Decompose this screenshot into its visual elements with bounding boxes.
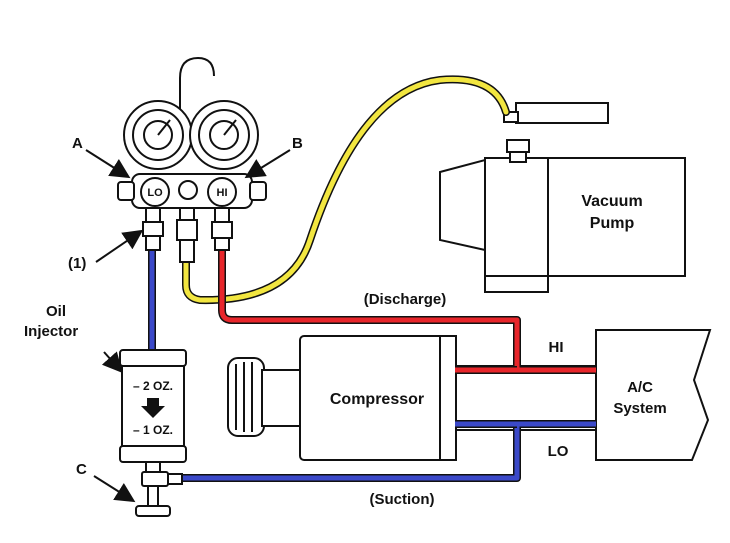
discharge-label: (Discharge)	[364, 291, 447, 308]
lo-line-label: LO	[548, 443, 569, 460]
label-oil: Oil	[46, 303, 66, 320]
manifold-gauge-set	[117, 56, 267, 263]
arrow-1	[95, 229, 144, 263]
hi-knob	[207, 177, 237, 207]
suction-label: (Suction)	[370, 491, 435, 508]
label-a: A	[72, 135, 83, 152]
system-label: System	[613, 400, 666, 417]
compressor	[227, 335, 596, 461]
label-c: C	[76, 461, 87, 478]
leader-arrows	[85, 149, 291, 503]
injector-mark-top: – 2 OZ.	[133, 379, 173, 393]
ac-label: A/C	[627, 379, 653, 396]
lo-knob	[140, 177, 170, 207]
hi-line-label: HI	[549, 339, 564, 356]
oil-injector	[119, 349, 187, 517]
arrow-b	[244, 149, 291, 179]
labels: A B (1) Oil Injector C LO HI Vacuum Pump…	[24, 135, 667, 508]
label-b: B	[292, 135, 303, 152]
label-1: (1)	[68, 255, 86, 272]
vacuum-pump	[439, 102, 686, 293]
down-arrow-icon	[141, 398, 165, 418]
compressor-label: Compressor	[330, 391, 424, 408]
arrow-oil-injector	[101, 351, 123, 373]
injector-mark-bottom: – 1 OZ.	[133, 423, 173, 437]
pump-label: Pump	[590, 215, 635, 232]
lo-knob-label: LO	[147, 187, 163, 199]
arrow-c	[93, 475, 136, 503]
hi-knob-label: HI	[217, 187, 228, 199]
hoses	[148, 75, 596, 482]
label-injector: Injector	[24, 323, 78, 340]
ac-system-box	[595, 329, 712, 461]
arrow-a	[85, 149, 131, 179]
vacuum-label: Vacuum	[581, 193, 642, 210]
